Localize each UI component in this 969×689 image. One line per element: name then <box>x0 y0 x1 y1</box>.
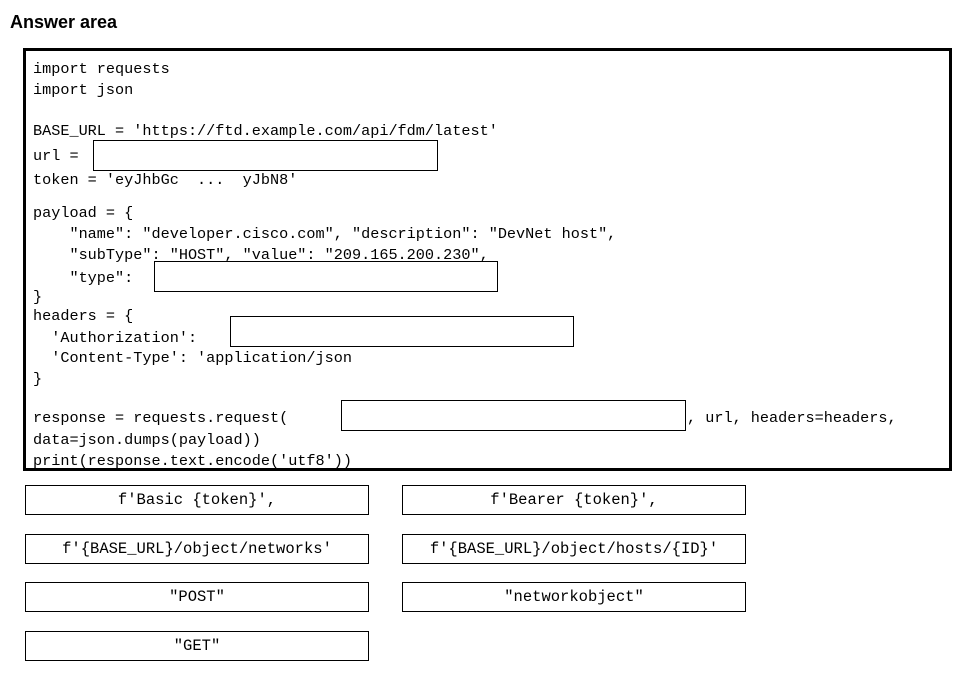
option-get[interactable]: "GET" <box>25 631 369 661</box>
option-post[interactable]: "POST" <box>25 582 369 612</box>
code-line-payload-name: "name": "developer.cisco.com", "descript… <box>33 225 617 243</box>
code-panel: import requests import json BASE_URL = '… <box>23 48 952 471</box>
option-networkobject[interactable]: "networkobject" <box>402 582 746 612</box>
code-line-request-prefix: response = requests.request( <box>33 409 289 427</box>
code-line-headers-close: } <box>33 370 43 388</box>
code-line-data-dumps: data=json.dumps(payload)) <box>33 431 261 449</box>
code-line-payload-subtype: "subType": "HOST", "value": "209.165.200… <box>33 246 489 264</box>
code-line-import-requests: import requests <box>33 60 170 78</box>
authorization-drop-slot[interactable] <box>230 316 574 347</box>
option-bearer-token[interactable]: f'Bearer {token}', <box>402 485 746 515</box>
code-line-url: url = <box>33 147 79 165</box>
code-line-import-json: import json <box>33 81 134 99</box>
code-line-token: token = 'eyJhbGc ... yJbN8' <box>33 171 298 189</box>
code-line-headers-open: headers = { <box>33 307 134 325</box>
type-drop-slot[interactable] <box>154 261 498 292</box>
code-line-payload-close: } <box>33 288 43 306</box>
answer-area-title: Answer area <box>10 12 118 32</box>
method-drop-slot[interactable] <box>341 400 686 431</box>
option-networks-url[interactable]: f'{BASE_URL}/object/networks' <box>25 534 369 564</box>
url-drop-slot[interactable] <box>93 140 438 171</box>
code-line-print: print(response.text.encode('utf8')) <box>33 452 352 470</box>
code-line-payload-open: payload = { <box>33 204 134 222</box>
option-hosts-url[interactable]: f'{BASE_URL}/object/hosts/{ID}' <box>402 534 746 564</box>
code-line-payload-type: "type": <box>33 269 134 287</box>
option-basic-token[interactable]: f'Basic {token}', <box>25 485 369 515</box>
code-line-authorization: 'Authorization': <box>33 329 198 347</box>
code-line-base-url: BASE_URL = 'https://ftd.example.com/api/… <box>33 122 498 140</box>
code-line-request-suffix: , url, headers=headers, <box>687 409 897 427</box>
code-line-content-type: 'Content-Type': 'application/json <box>33 349 352 367</box>
